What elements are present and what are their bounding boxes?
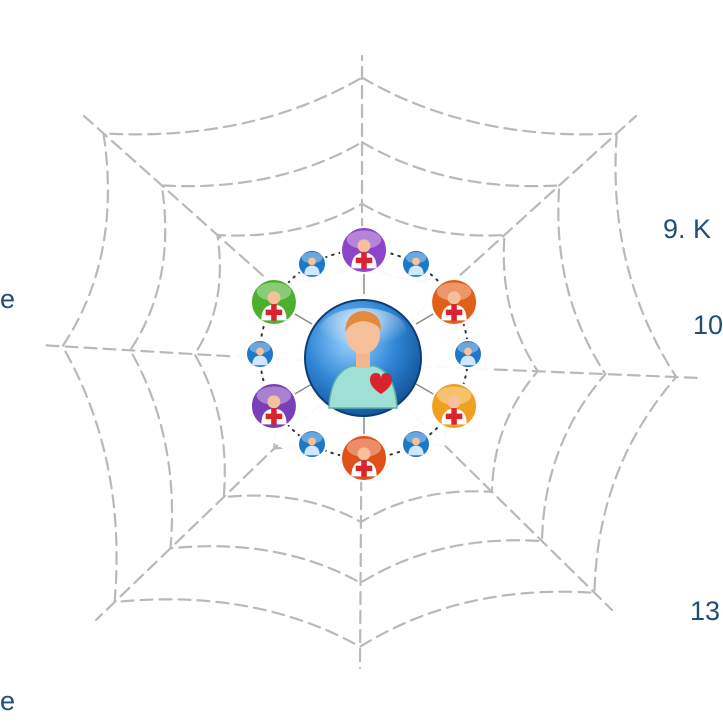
hub-connector <box>293 312 313 325</box>
hub-connector <box>293 383 313 396</box>
nurse-icon <box>249 278 298 326</box>
staff-icon <box>401 248 431 279</box>
surgeon-icon <box>430 278 479 326</box>
hub-doctor <box>304 299 422 417</box>
staff-icon <box>297 429 327 460</box>
orbit-avatars <box>245 226 483 482</box>
hub-connector <box>415 312 435 325</box>
web-ring-3 <box>128 141 607 585</box>
text-fragment-left-top: e <box>0 284 16 314</box>
doctor-heart-icon <box>328 311 398 409</box>
nurse-icon <box>430 382 479 430</box>
text-fragment-right-mid: 10 <box>693 310 723 340</box>
text-fragment-right-top: 9. K <box>663 214 712 244</box>
staff-icon <box>245 339 275 369</box>
text-fragment-right-bottom: 13 <box>690 596 721 626</box>
surgeon-icon <box>340 434 388 482</box>
staff-icon <box>297 248 327 279</box>
staff-icon <box>453 339 483 369</box>
web-ring-2 <box>193 202 540 524</box>
hub-connector <box>415 383 435 396</box>
staff-icon <box>401 429 431 460</box>
hub-connectors <box>293 273 435 435</box>
nurse-icon <box>340 226 388 274</box>
web-ring-4 <box>61 76 678 648</box>
doctor-icon <box>249 382 298 430</box>
text-fragment-left-bottom: e <box>0 686 16 716</box>
